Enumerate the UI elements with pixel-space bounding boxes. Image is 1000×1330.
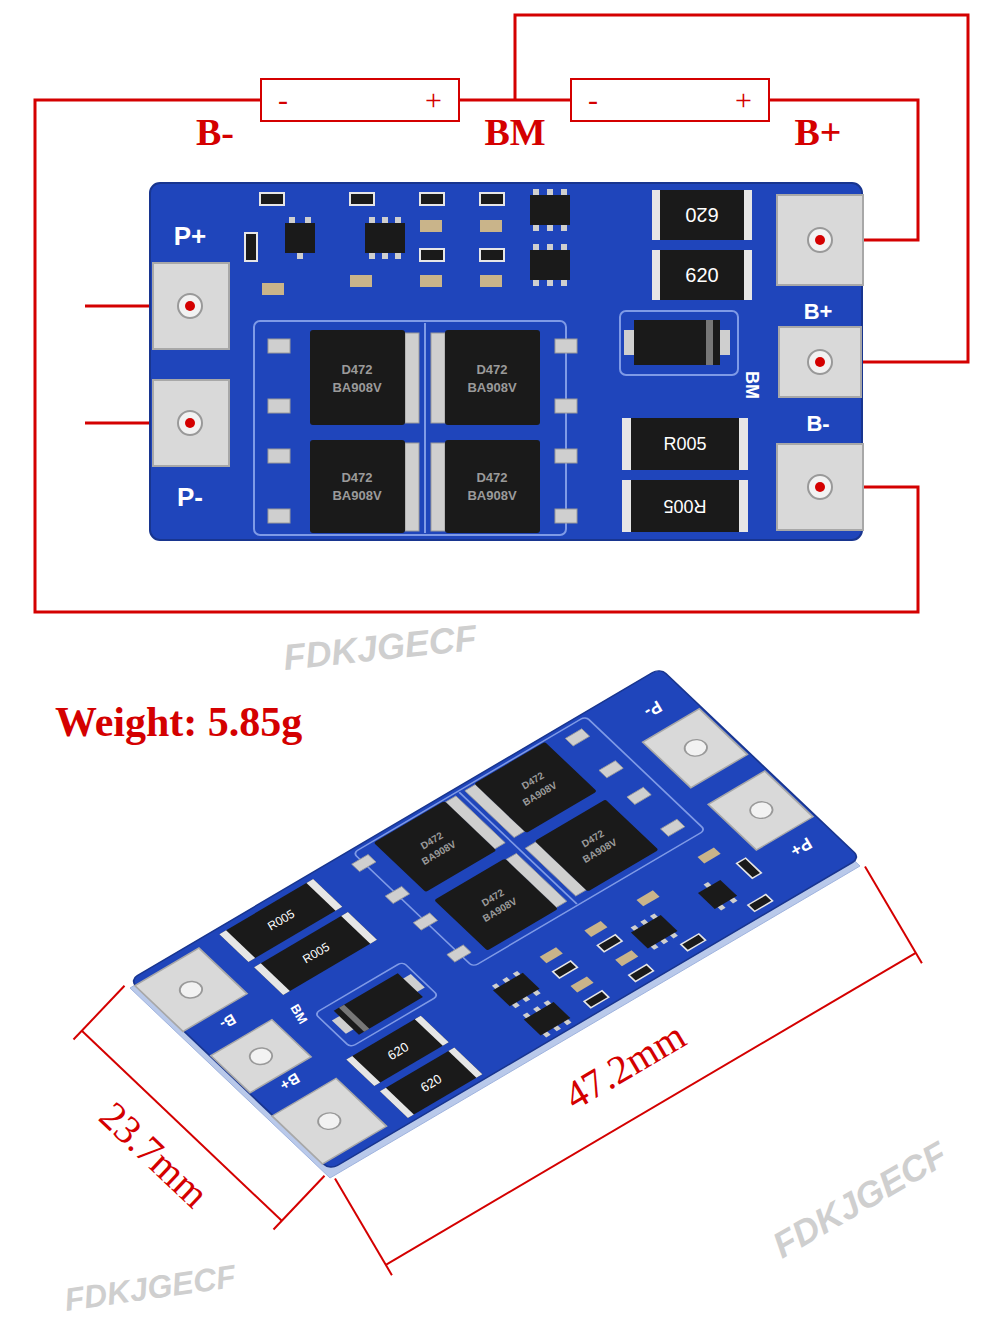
resistor-code: 620 [685,205,718,225]
pad-label: B- [217,1012,238,1033]
part-marking: BA908V [467,489,516,502]
pad-label: P- [177,484,203,510]
watermark: FDKJGECF [62,1260,237,1316]
battery-cell: -+ [260,78,460,122]
drawing-part [865,867,922,964]
terminal-label: B+ [795,113,842,151]
pad-label: P+ [787,835,814,860]
drawing-part [82,1031,282,1221]
resistor-code: R005 [265,908,296,933]
dimension-line [74,867,922,1276]
resistor-code: R005 [300,941,331,966]
battery-cell: -+ [570,78,770,122]
watermark: FDKJGECF [282,620,479,676]
dimension-label: 23.7mm [92,1095,215,1215]
wire [35,100,918,612]
pcb-board [129,668,860,1170]
resistor-code: R005 [663,497,706,515]
weight-note: Weight: 5.85g [55,701,302,743]
drawing-part [815,235,825,245]
drawing-part [815,482,825,492]
pad-label: P- [641,698,664,721]
terminal-label: BM [484,113,545,151]
part-marking: D472 [476,363,507,376]
pcb-board [150,183,863,540]
resistor-code: 620 [418,1072,443,1094]
dimension-label: 47.2mm [558,1015,692,1117]
part-marking: BA908V [467,381,516,394]
wire-dot [185,235,825,492]
pad-label: P+ [174,223,207,249]
wire [460,99,570,102]
part-marking: D472 [341,471,372,484]
resistor-code: 620 [685,265,718,285]
drawing-part [335,1179,392,1276]
pad-label: B- [806,413,829,435]
polarity-sign: + [735,85,752,115]
drawing-part [185,301,195,311]
pad-label: BM [743,371,761,399]
wire [35,15,968,612]
pad-label: B+ [278,1071,302,1094]
resistor-code: R005 [663,435,706,453]
part-marking: BA908V [332,381,381,394]
resistor-code: 620 [385,1040,410,1062]
polarity-sign: + [425,85,442,115]
drawing-part [185,418,195,428]
part-marking: D472 [476,471,507,484]
drawing-part [815,357,825,367]
pad-label: BM [288,1002,309,1026]
terminal-label: B- [196,113,234,151]
polarity-sign: - [588,85,598,115]
drawing-part [74,986,125,1040]
polarity-sign: - [278,85,288,115]
pad-label: B+ [804,301,833,323]
part-marking: BA908V [332,489,381,502]
part-marking: D472 [341,363,372,376]
watermark: FDKJGECF [767,1136,953,1264]
